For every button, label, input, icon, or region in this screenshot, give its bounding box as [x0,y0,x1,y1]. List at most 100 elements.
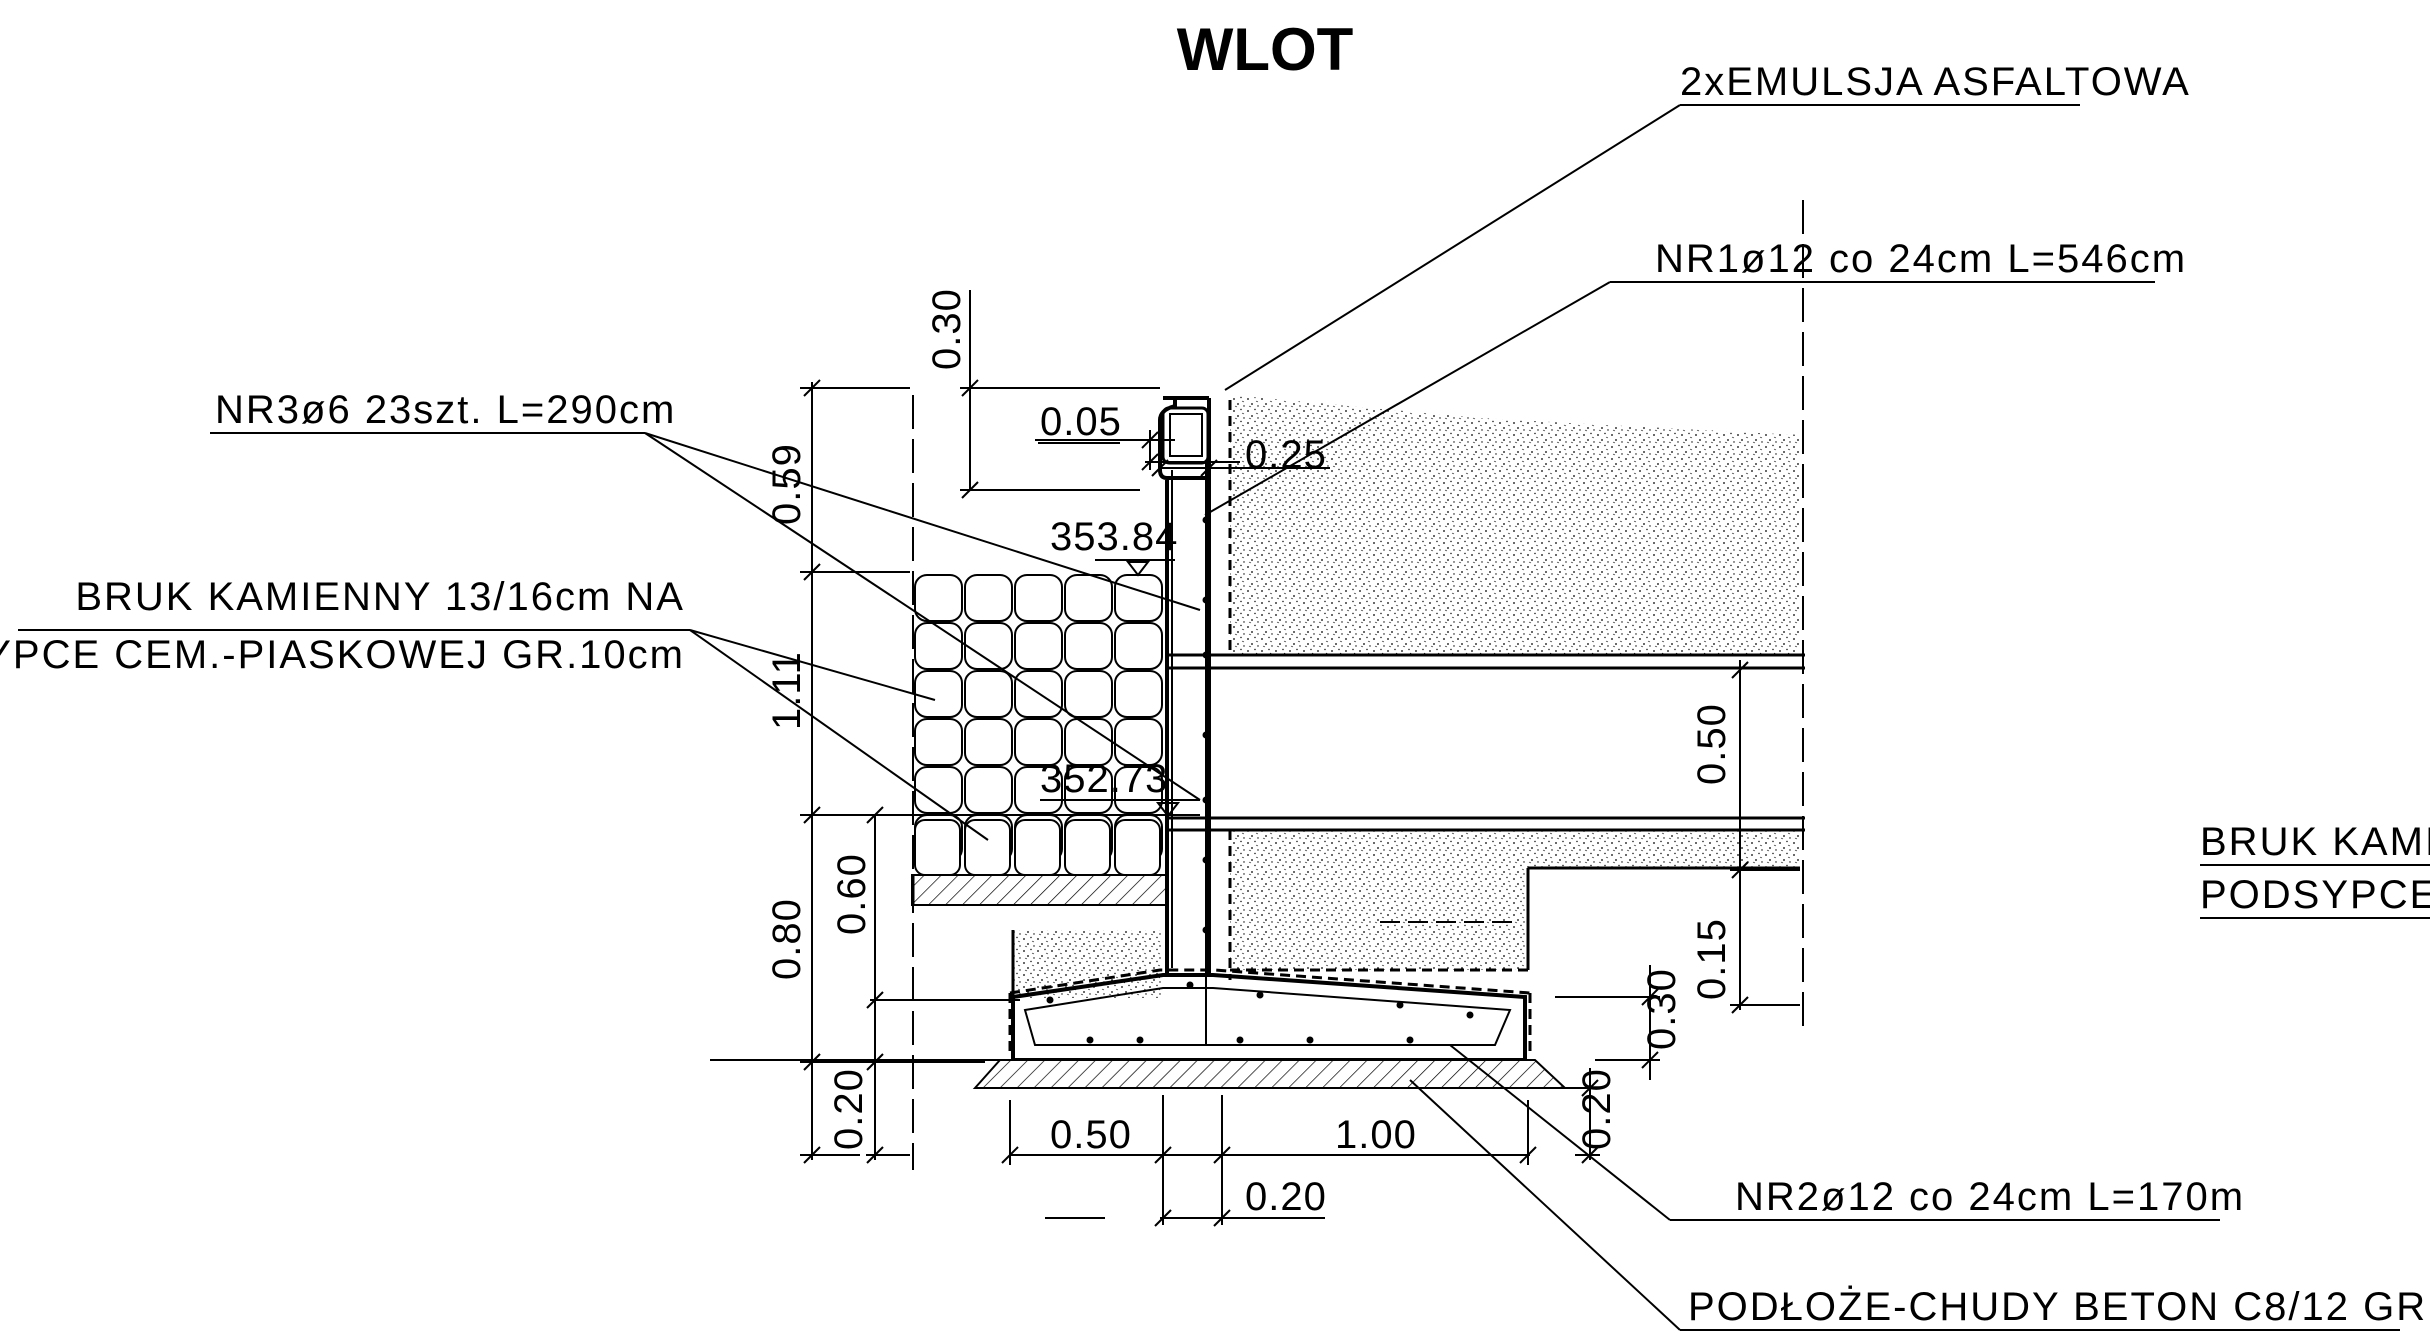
paving-stone [1014,718,1063,766]
paving-stone [964,670,1013,718]
dimension-tick [1141,453,1159,471]
paving-stone [1014,766,1063,814]
paving-stone [1064,622,1113,670]
dimension-tick [1641,1051,1659,1069]
dimension-tick [803,379,821,397]
dim-005: 0.05 [1040,400,1122,444]
rebar-section-dot [1236,1036,1244,1044]
drawing-title: WLOT [1177,16,1354,83]
rebar-section-dot [1202,856,1210,864]
paving-stone [914,622,963,670]
dimension-tick [961,481,979,499]
rebar-section-dot [1466,1011,1474,1019]
dim-059: 0.59 [765,443,809,525]
rebar-section-dot [1202,516,1210,524]
rebar-section-dot [1086,1036,1094,1044]
rebar-section-dot [1306,1036,1314,1044]
dimension-tick [1213,1146,1231,1164]
dim-111: 1.11 [765,651,809,730]
label-rebar-nr1: NR1ø12 co 24cm L=546cm [1655,237,2187,281]
dimension-tick [1641,988,1659,1006]
rebar-section-dot [1406,1036,1414,1044]
dimension-tick [1731,996,1749,1014]
rebar-section-dot [1202,731,1210,739]
dimension-tick [1200,459,1218,477]
dimension-tick [1154,1209,1172,1227]
leader-lines [18,104,2430,1331]
paving-stone [914,670,963,718]
rebar-section-dot [1186,981,1194,989]
paving-stone [964,574,1013,622]
dimension-tick [1581,1146,1599,1164]
paving-stone [1064,670,1113,718]
dim-030-right: 0.30 [1640,968,1684,1050]
rebar-section-dot [1046,996,1054,1004]
label-paving-right-line1: BRUK KAMIEN [2200,820,2430,864]
paving-stone [964,718,1013,766]
dim-050-right: 0.50 [1690,703,1734,785]
dimension-tick [803,806,821,824]
elevation-markers [1040,559,1200,818]
dimension-tick [866,1053,884,1071]
rebar-section-dot [1202,596,1210,604]
dim-020-left: 0.20 [827,1068,871,1150]
label-paving-right-line2: PODSYPCE CE [2200,873,2430,917]
paving-stone [914,766,963,814]
dim-025: 0.25 [1245,433,1327,477]
rebar-section-dot [1136,1036,1144,1044]
label-emulsion: 2xEMULSJA ASFALTOWA [1680,60,2191,104]
label-rebar-nr2: NR2ø12 co 24cm L=170m [1735,1175,2245,1219]
stone-paving [911,574,1168,906]
paving-bedding [911,874,1168,906]
paving-stone [964,766,1013,814]
paving-stone [914,819,961,876]
dimension-lines [800,290,1800,1227]
dim-060: 0.60 [830,853,874,935]
label-subbase: PODŁOŻE-CHUDY BETON C8/12 GR.10cm [1688,1284,2430,1329]
dim-080: 0.80 [765,898,809,980]
dimension-tick [866,1146,884,1164]
dim-015-right: 0.15 [1690,918,1734,1000]
dimension-tick [1581,1079,1599,1097]
dimension-tick [1001,1146,1019,1164]
paving-stone [1064,766,1113,814]
elevation-top: 353.84 [1050,515,1178,559]
inlet-slab-lines [911,653,1805,997]
paving-stone [964,622,1013,670]
label-paving-line1: BRUK KAMIENNY 13/16cm NA [75,575,685,619]
rebar-section-dot [1396,1001,1404,1009]
dimension-tick [1519,1146,1537,1164]
elevation-bottom: 352.73 [1040,757,1168,801]
label-rebar-nr3: NR3ø6 23szt. L=290cm [215,388,676,432]
paving-stone [1014,819,1061,876]
paving-stone [1114,819,1161,876]
backfill-soil [1013,395,1800,998]
dim-050-base: 0.50 [1050,1113,1132,1157]
paving-stone [1114,670,1163,718]
dimension-tick [1154,1146,1172,1164]
dimension-tick [1731,861,1749,879]
dimension-tick [961,379,979,397]
dim-030-top: 0.30 [925,288,969,370]
paving-stone [1064,574,1113,622]
label-paving-line2: PODSYPCE CEM.-PIASKOWEJ GR.10cm [0,633,685,677]
paving-stone [914,574,963,622]
lean-concrete-subbase [972,1059,1568,1089]
paving-stone [1014,574,1063,622]
dimension-tick [803,563,821,581]
paving-stone [1014,622,1063,670]
center-lines [710,200,1804,1170]
dimension-tick [1141,431,1159,449]
paving-stone [1114,574,1163,622]
dim-020-right: 0.20 [1575,1068,1619,1150]
dimension-tick [803,1146,821,1164]
dim-100-base: 1.00 [1335,1113,1417,1157]
paving-stone [1114,718,1163,766]
dimension-tick [1151,459,1169,477]
dim-020-wall: 0.20 [1245,1175,1327,1219]
rebar-section-dot [1202,926,1210,934]
rebar-section-dot [1256,991,1264,999]
dimension-tick [803,1053,821,1071]
paving-stone [1114,766,1163,814]
